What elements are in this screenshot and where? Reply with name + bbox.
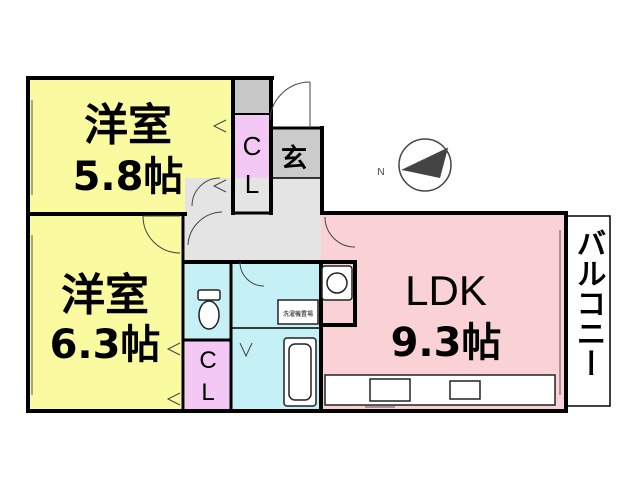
storage-box	[234, 80, 270, 113]
compass-north-label: N	[377, 167, 384, 178]
walls	[26, 76, 611, 413]
toilet	[197, 289, 221, 330]
entrance-floor	[270, 128, 320, 178]
western-room-1-name: 洋室	[84, 100, 172, 151]
closet-top-label-l: L	[245, 169, 259, 199]
north-compass-icon: N	[377, 138, 452, 192]
ldk-name: LDK	[405, 267, 487, 314]
window-marks	[31, 100, 561, 408]
western-room-1-size: 5.8帖	[73, 154, 184, 200]
bathtub	[283, 337, 317, 407]
kitchen-counter	[324, 374, 556, 406]
laundry-space-label: 洗濯機置場	[283, 310, 313, 318]
western-room-2-name: 洋室	[61, 270, 149, 321]
closet-bottom-label-l: L	[201, 379, 214, 406]
entrance-label: 玄	[281, 143, 307, 174]
closet-top-label-c: C	[243, 131, 262, 161]
hall-floor	[185, 178, 322, 262]
doors	[142, 81, 356, 287]
closet-bottom-floor	[185, 340, 231, 409]
closet-bottom-label-c: C	[199, 347, 216, 374]
balcony-label: バルコニー	[571, 228, 606, 378]
ldk-size: 9.3帖	[391, 320, 502, 366]
balcony-floor	[566, 216, 610, 406]
western-room-2-size: 6.3帖	[50, 322, 161, 368]
closet-marks	[166, 119, 253, 406]
western-room-2-floor	[30, 216, 185, 409]
laundry-machine-space: 洗濯機置場	[277, 299, 319, 325]
wash-basin	[321, 265, 353, 301]
